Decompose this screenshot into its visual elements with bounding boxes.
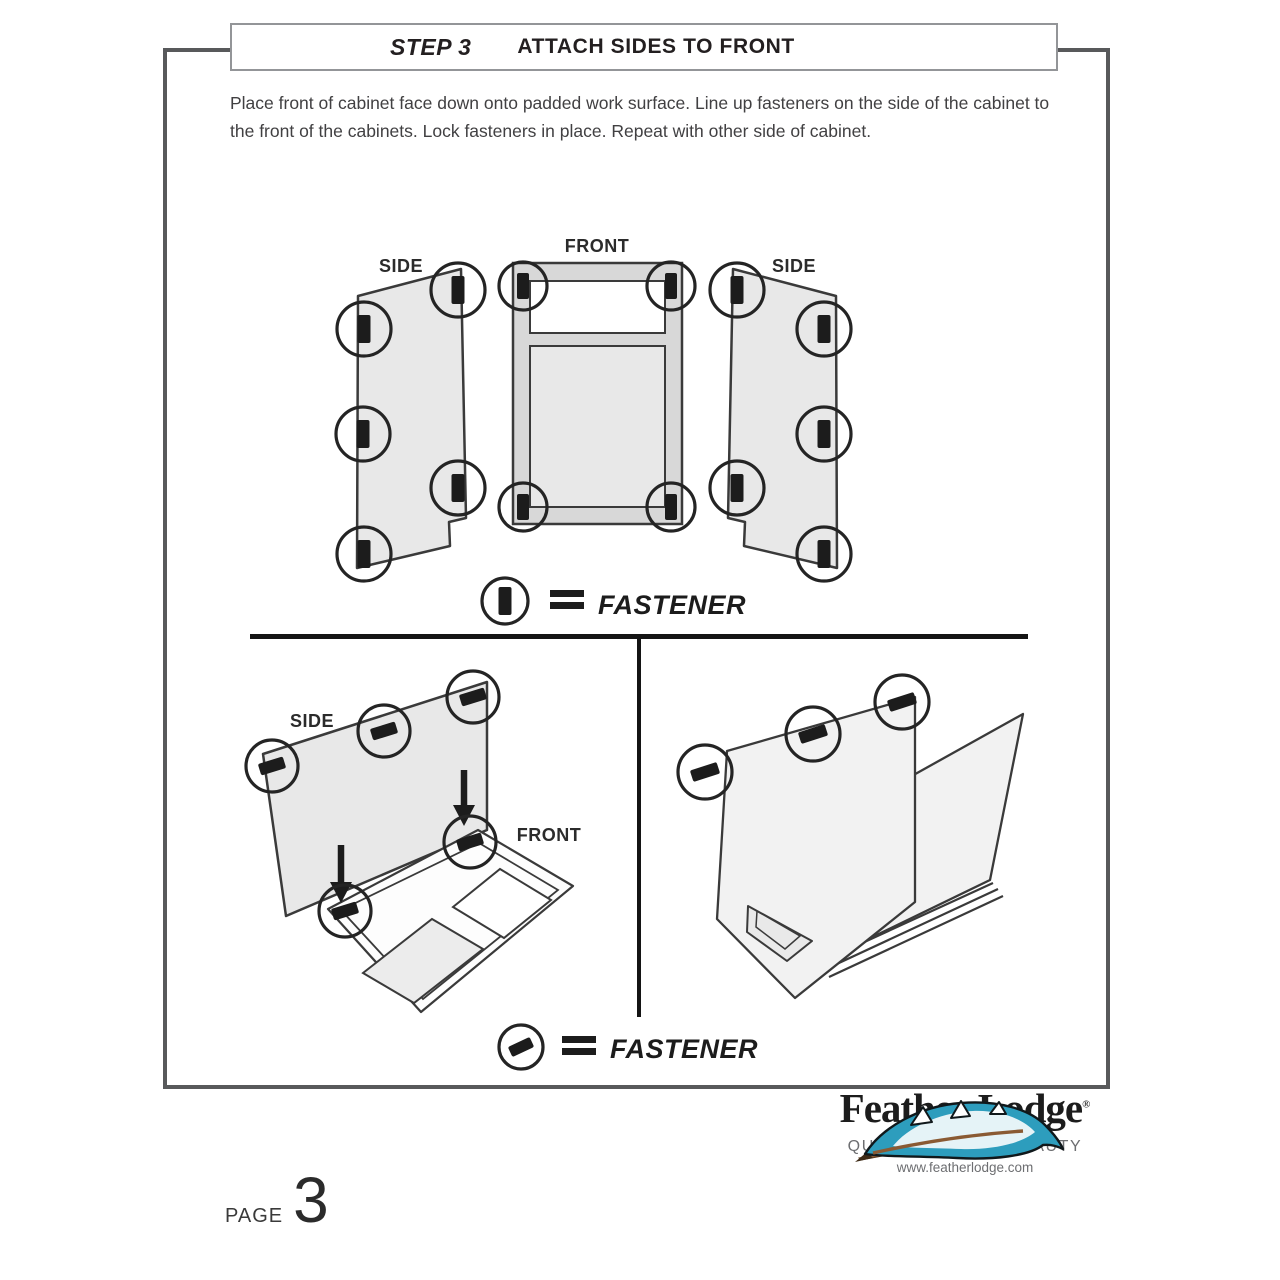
step-header: STEP 3 ATTACH SIDES TO FRONT [230, 23, 1058, 71]
fastener-icon [795, 300, 853, 358]
brand-logo: Feather Lodge® QUALITY, VALUE, BEAUTY ww… [838, 1088, 1092, 1176]
fastener-icon [645, 260, 697, 312]
exploded-diagram: SIDE FRONT SIDE [334, 236, 853, 626]
front-panel-flat [326, 828, 575, 1014]
fastener-icon [795, 405, 853, 463]
page-label: PAGE [225, 1205, 284, 1227]
fastener-icon [784, 705, 842, 763]
fastener-icon [442, 814, 498, 870]
equals-sign [562, 1036, 596, 1055]
attach-side-diagram: SIDE FRONT [244, 669, 582, 1014]
side-panel-right [726, 267, 839, 570]
page-number: PAGE 3 [225, 1168, 329, 1232]
fastener-icon [645, 481, 697, 533]
fastener-icon [334, 405, 392, 463]
fastener-icon [429, 261, 487, 319]
fastener-icon [497, 1023, 545, 1071]
front-label: FRONT [565, 236, 630, 256]
front-panel [511, 261, 684, 526]
fastener-icon [429, 459, 487, 517]
step-title: ATTACH SIDES TO FRONT [517, 35, 795, 58]
fastener-legend: FASTENER [497, 1023, 758, 1071]
feather-logo-icon [854, 1100, 1064, 1162]
fastener-icon [497, 260, 549, 312]
fastener-icon [445, 669, 501, 725]
front-frame-corner [746, 905, 813, 962]
fastener-icon [317, 883, 373, 939]
fastener-legend: FASTENER [480, 576, 746, 626]
equals-sign [550, 590, 584, 609]
side-panel [261, 680, 489, 918]
fastener-icon [335, 525, 393, 583]
registered-mark: ® [1082, 1098, 1091, 1111]
fastener-icon [497, 481, 549, 533]
fastener-icon [708, 261, 766, 319]
assembled-diagram [676, 673, 1025, 1000]
legend-label: FASTENER [610, 1034, 758, 1064]
brand-website: www.featherlodge.com [896, 1160, 1034, 1175]
page-number-value: 3 [293, 1164, 329, 1236]
side-panel-near [715, 695, 917, 1000]
step-label: STEP 3 [390, 33, 472, 60]
fastener-icon [480, 576, 530, 626]
fastener-icon [873, 673, 931, 731]
fastener-icon [676, 743, 734, 801]
legend-label: FASTENER [598, 590, 746, 620]
fastener-icon [335, 300, 393, 358]
side-panel-left [355, 267, 468, 570]
fastener-icon [244, 738, 300, 794]
side-left-label: SIDE [379, 256, 423, 276]
side-label: SIDE [290, 711, 334, 731]
fastener-icon [795, 525, 853, 583]
side-right-label: SIDE [772, 256, 816, 276]
instruction-text: Place front of cabinet face down onto pa… [230, 93, 1050, 141]
fastener-icon [356, 703, 412, 759]
front-label: FRONT [517, 825, 582, 845]
fastener-icon [708, 459, 766, 517]
vertical-divider [637, 634, 641, 1017]
